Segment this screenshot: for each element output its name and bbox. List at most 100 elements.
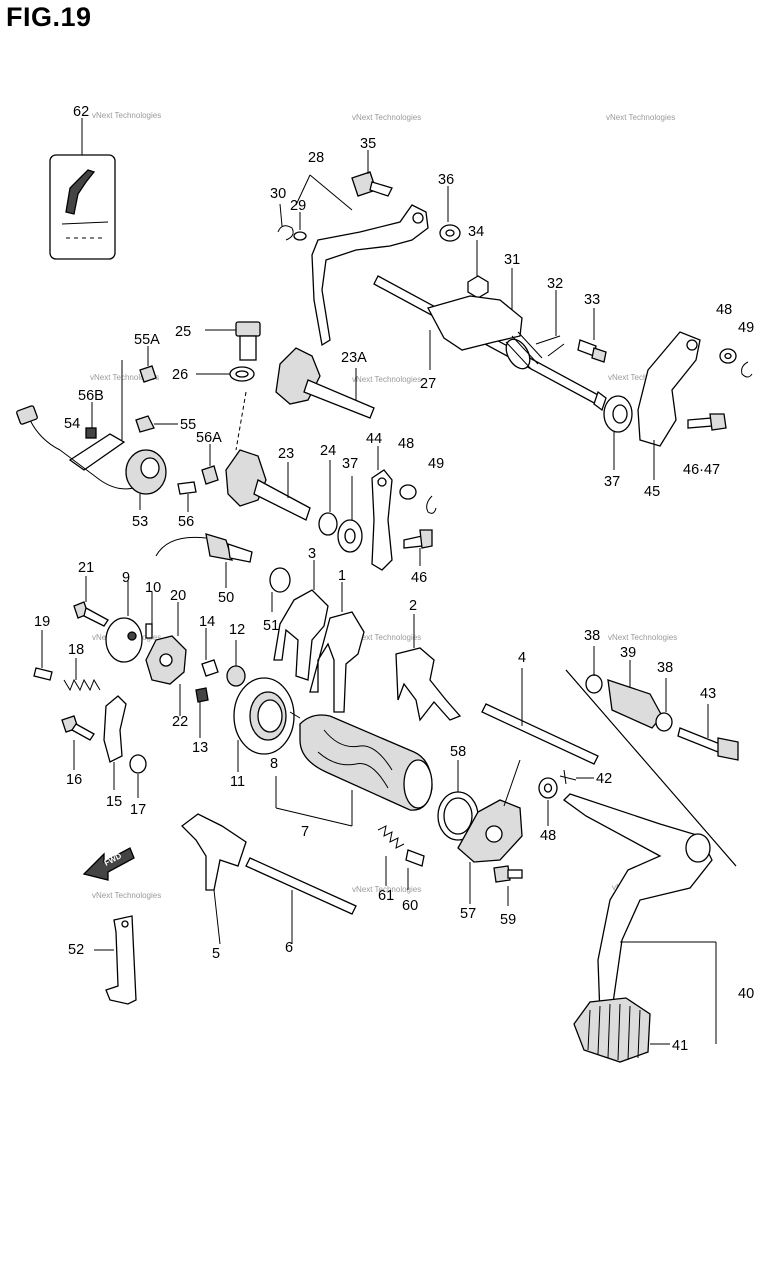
callout-44: 44 bbox=[366, 431, 382, 447]
callout-17: 17 bbox=[130, 802, 146, 818]
part-13-washer bbox=[195, 687, 209, 738]
callout-23A: 23A bbox=[341, 350, 367, 366]
part-3-shift-fork bbox=[273, 560, 329, 681]
callout-33: 33 bbox=[584, 292, 600, 308]
part-49-circlip bbox=[741, 361, 753, 378]
watermark: vNext Technologies bbox=[92, 891, 161, 900]
part-6-fork-shaft bbox=[245, 857, 357, 944]
callout-16: 16 bbox=[66, 772, 82, 788]
part-57-cover bbox=[457, 759, 523, 904]
part-18-spring bbox=[63, 658, 101, 692]
watermark: vNext Technologies bbox=[606, 113, 675, 122]
part-23A-shaft bbox=[275, 347, 375, 419]
callout-51: 51 bbox=[263, 618, 279, 634]
part-55A-bolt bbox=[139, 346, 157, 383]
watermark: vNext Technologies bbox=[352, 375, 421, 384]
part-23-shift-cam bbox=[225, 391, 311, 521]
callout-27: 27 bbox=[420, 376, 436, 392]
callout-22: 22 bbox=[172, 714, 188, 730]
callout-37a: 37 bbox=[604, 474, 620, 490]
part-24-washer bbox=[318, 460, 338, 536]
part-25-bolt bbox=[205, 321, 261, 361]
part-38-o-ring-left bbox=[585, 646, 603, 694]
part-10-pin bbox=[145, 592, 153, 639]
callout-4: 4 bbox=[518, 650, 526, 666]
callout-58: 58 bbox=[450, 744, 466, 760]
part-62-label-plate bbox=[49, 118, 116, 260]
part-54-bracket bbox=[68, 433, 126, 471]
callout-19: 19 bbox=[34, 614, 50, 630]
callout-46: 46 bbox=[411, 570, 427, 586]
callout-56: 56 bbox=[178, 514, 194, 530]
part-33-bolt bbox=[577, 308, 607, 363]
part-45-shift-arm bbox=[637, 331, 701, 480]
part-51-o-ring bbox=[269, 567, 291, 612]
part-61-spring bbox=[377, 825, 405, 886]
callout-31: 31 bbox=[504, 252, 520, 268]
part-12-collar bbox=[226, 640, 246, 687]
part-16-bolt bbox=[61, 715, 95, 770]
part-1-shift-fork bbox=[309, 582, 365, 713]
callout-48a: 48 bbox=[716, 302, 732, 318]
callout-3: 3 bbox=[308, 546, 316, 562]
fwd-arrow-icon: FWD bbox=[82, 847, 135, 881]
callout-56A: 56A bbox=[196, 430, 222, 446]
part-41-pedal-rubber bbox=[573, 997, 670, 1063]
watermark: vNext Technologies bbox=[608, 373, 677, 382]
part-28-shift-arm bbox=[295, 174, 429, 347]
callout-34: 34 bbox=[468, 224, 484, 240]
part-50-neutral-switch bbox=[155, 533, 253, 588]
part-43-bolt bbox=[677, 704, 739, 761]
callout-18: 18 bbox=[68, 642, 84, 658]
part-40-brake-pedal bbox=[563, 669, 737, 1044]
part-20-shift-cam-stopper bbox=[145, 602, 187, 685]
part-56A-bolt bbox=[201, 444, 219, 485]
part-29-30-clips bbox=[277, 203, 307, 241]
part-58-gasket bbox=[437, 760, 479, 841]
watermark: vNext Technologies bbox=[90, 373, 159, 382]
callout-55A: 55A bbox=[134, 332, 160, 348]
part-49-circlip-mid bbox=[426, 495, 437, 514]
callout-41: 41 bbox=[672, 1038, 688, 1054]
part-11-bearing bbox=[233, 677, 295, 772]
callout-37b: 37 bbox=[342, 456, 358, 472]
callout-20: 20 bbox=[170, 588, 186, 604]
callout-54: 54 bbox=[64, 416, 80, 432]
callout-45: 45 bbox=[644, 484, 660, 500]
part-38-o-ring-right bbox=[655, 678, 673, 732]
part-55-bolt bbox=[135, 415, 178, 433]
callout-52: 52 bbox=[68, 942, 84, 958]
callout-42: 42 bbox=[596, 771, 612, 787]
callout-6: 6 bbox=[285, 940, 293, 956]
part-46-bolt bbox=[403, 529, 433, 566]
callout-40: 40 bbox=[738, 986, 754, 1002]
callout-39: 39 bbox=[620, 645, 636, 661]
callout-13: 13 bbox=[192, 740, 208, 756]
callout-55: 55 bbox=[180, 417, 196, 433]
part-8-pin bbox=[289, 711, 301, 719]
callout-28: 28 bbox=[308, 150, 324, 166]
callout-36: 36 bbox=[438, 172, 454, 188]
watermark: vNext Technologies bbox=[352, 885, 421, 894]
part-48-washer-lower bbox=[538, 777, 558, 826]
part-53-gear-position-switch bbox=[16, 360, 167, 510]
part-36-washer bbox=[439, 186, 461, 242]
callout-29: 29 bbox=[290, 198, 306, 214]
callout-57: 57 bbox=[460, 906, 476, 922]
callout-38b: 38 bbox=[657, 660, 673, 676]
part-56B-clamp bbox=[85, 402, 97, 439]
part-60-plunger bbox=[405, 849, 425, 890]
part-7-gearshift-cam bbox=[275, 714, 433, 827]
callout-labels: 62 28 35 36 30 29 34 31 32 33 48 49 25 5… bbox=[34, 104, 754, 1054]
part-48-washer bbox=[719, 348, 737, 364]
watermark: vNext Technologies bbox=[352, 113, 421, 122]
part-26-washer bbox=[196, 366, 255, 382]
callout-15: 15 bbox=[106, 794, 122, 810]
callout-60: 60 bbox=[402, 898, 418, 914]
callout-24: 24 bbox=[320, 443, 336, 459]
callout-49b: 49 bbox=[428, 456, 444, 472]
part-27-gearshift-shaft bbox=[373, 268, 607, 412]
part-17-washer bbox=[129, 754, 147, 798]
figure-title: FIG.19 bbox=[6, 2, 92, 32]
part-52-clamp bbox=[94, 915, 137, 1005]
